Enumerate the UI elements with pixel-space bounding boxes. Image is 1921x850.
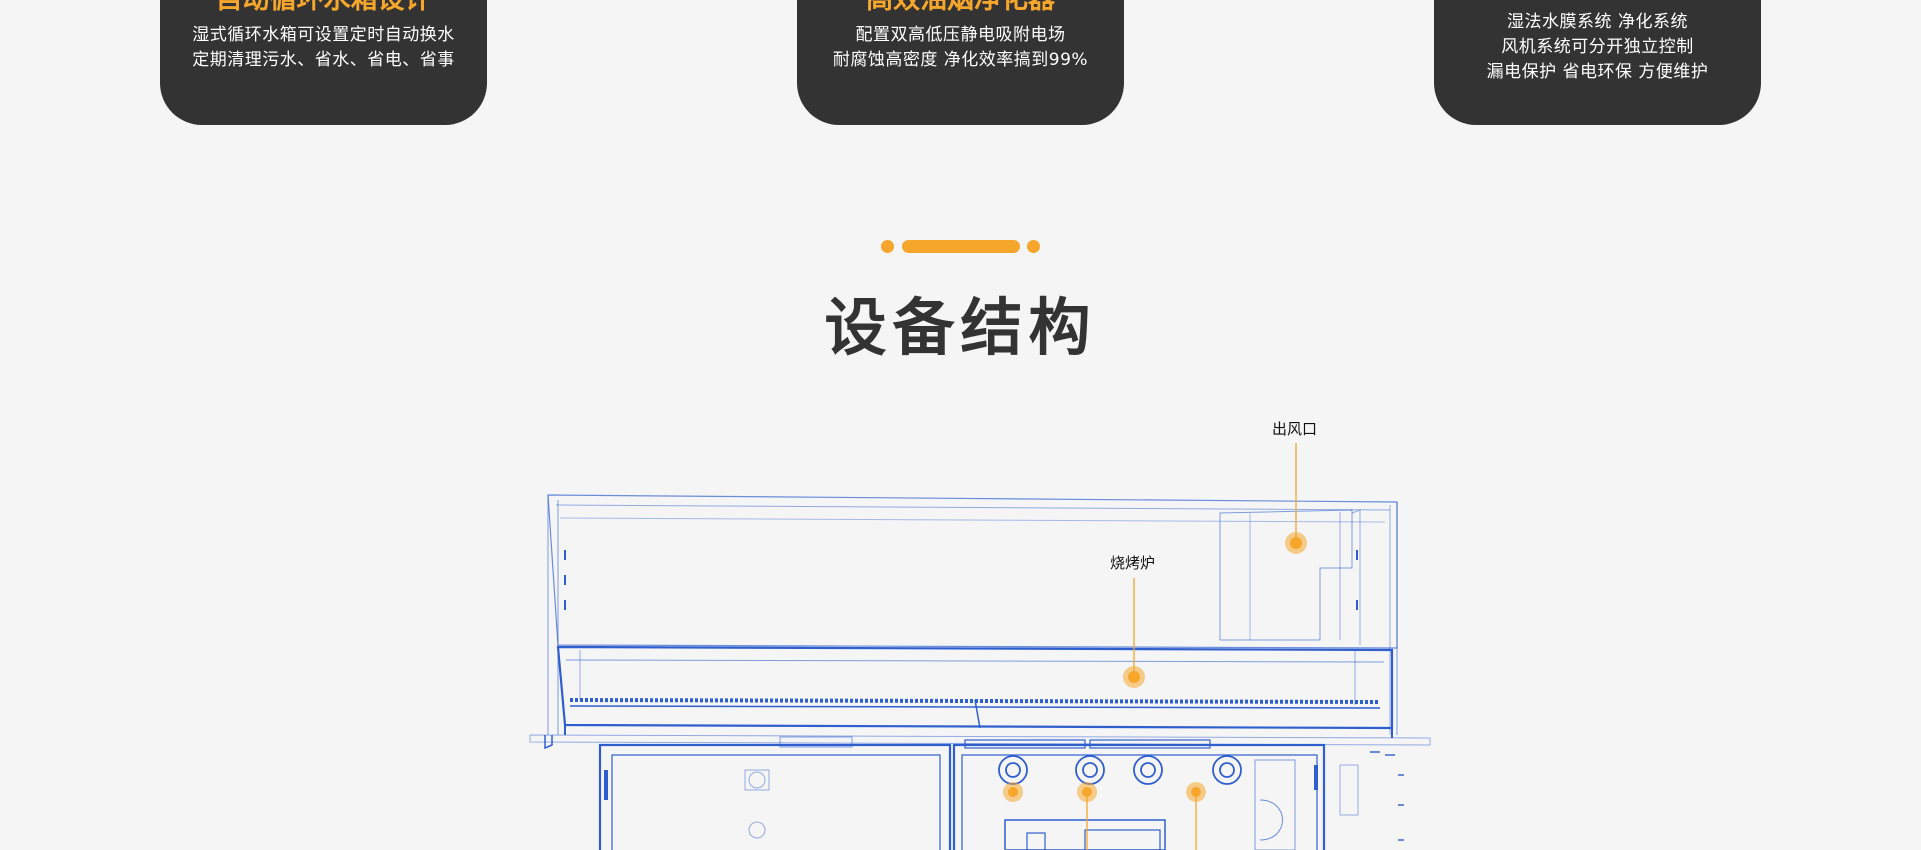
feature-card-line: 湿法水膜系统 净化系统 <box>1507 12 1688 32</box>
feature-card-3: 湿法水膜系统 净化系统 风机系统可分开独立控制 漏电保护 省电环保 方便维护 <box>1434 0 1761 125</box>
divider-dot <box>1027 240 1040 253</box>
divider-bar <box>902 240 1020 253</box>
section-title: 设备结构 <box>824 291 1097 364</box>
feature-card-title: 高效油烟净化器 <box>797 0 1124 16</box>
callout-dot-core <box>1008 787 1018 797</box>
feature-card-title: 自动循环水箱设计 <box>160 0 487 16</box>
callout-dot-core <box>1191 787 1201 797</box>
feature-card-line: 风机系统可分开独立控制 <box>1501 37 1694 57</box>
feature-card-line: 湿式循环水箱可设置定时自动换水 <box>192 25 455 45</box>
feature-card-line: 漏电保护 省电环保 方便维护 <box>1486 62 1709 82</box>
feature-card-line: 耐腐蚀高密度 净化效率搞到99% <box>832 50 1089 70</box>
feature-card-1: 自动循环水箱设计 湿式循环水箱可设置定时自动换水 定期清理污水、省水、省电、省事 <box>160 0 487 125</box>
callout-dot-core <box>1082 787 1092 797</box>
callout-label-oven: 烧烤炉 <box>1110 554 1156 572</box>
divider-dot <box>881 240 894 253</box>
section-divider-decoration <box>881 240 1040 254</box>
callout-dot-oven-core <box>1128 671 1140 683</box>
feature-card-line: 配置双高低压静电吸附电场 <box>855 25 1066 45</box>
callout-label-outlet: 出风口 <box>1272 420 1318 438</box>
feature-card-line: 定期清理污水、省水、省电、省事 <box>192 50 455 70</box>
feature-card-2: 高效油烟净化器 配置双高低压静电吸附电场 耐腐蚀高密度 净化效率搞到99% <box>797 0 1124 125</box>
callout-dot-outlet-core <box>1290 537 1302 549</box>
